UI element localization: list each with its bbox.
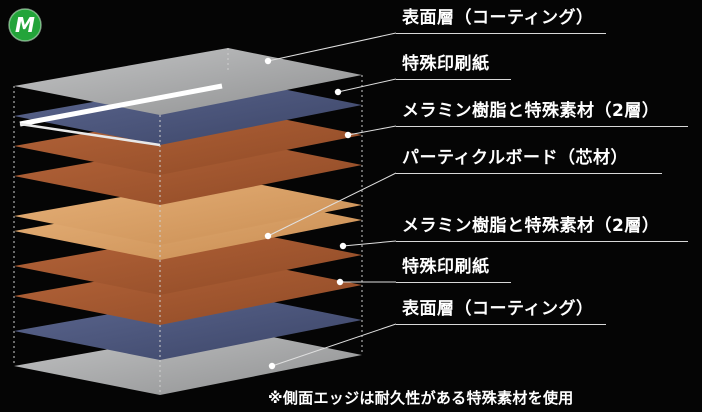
label-bottom-coating: 表面層（コーティング） <box>402 299 594 319</box>
layer-particle-board-core-top <box>14 178 362 245</box>
leader-line <box>271 323 397 367</box>
leader-dot <box>264 57 272 65</box>
label-bottom-melamine: メラミン樹脂と特殊素材（2層） <box>402 216 660 236</box>
layer-bottom-melamine-2 <box>14 258 362 325</box>
layer-bottom-coating <box>14 328 362 395</box>
white-edge-highlight <box>19 122 161 147</box>
leader-dot <box>344 131 352 139</box>
label-underline <box>396 241 688 242</box>
leader-line <box>337 78 397 93</box>
layer-top-printed-paper <box>14 78 362 145</box>
layer-bottom-melamine-1 <box>14 228 362 295</box>
layer-top-melamine-1 <box>14 108 362 175</box>
leader-dot <box>339 242 347 250</box>
label-top-melamine: メラミン樹脂と特殊素材（2層） <box>402 101 660 121</box>
label-top-printed-paper: 特殊印刷紙 <box>402 54 490 74</box>
leader-line <box>267 32 397 62</box>
label-underline <box>396 79 511 80</box>
badge-letter: M <box>15 13 35 37</box>
label-particle-board-core: パーティクルボード（芯材） <box>402 148 628 168</box>
leader-line <box>267 172 397 237</box>
leader-line <box>347 125 397 136</box>
footnote-side-edge: ※側面エッジは耐久性がある特殊素材を使用 <box>268 389 574 407</box>
label-underline <box>396 126 688 127</box>
leader-line <box>342 240 397 247</box>
m-badge-logo: M <box>8 8 42 42</box>
label-underline <box>396 282 511 283</box>
layer-top-melamine-2 <box>14 138 362 205</box>
label-underline <box>396 33 606 34</box>
layer-bottom-printed-paper <box>14 293 362 360</box>
label-underline <box>396 324 606 325</box>
label-bottom-printed-paper: 特殊印刷紙 <box>402 257 490 277</box>
leader-dot <box>336 278 344 286</box>
leader-dot <box>268 362 276 370</box>
leader-dot <box>264 232 272 240</box>
layer-top-coating <box>14 48 362 115</box>
white-edge-highlight <box>19 83 223 127</box>
leader-dot <box>334 88 342 96</box>
label-top-coating: 表面層（コーティング） <box>402 8 594 28</box>
label-underline <box>396 173 662 174</box>
